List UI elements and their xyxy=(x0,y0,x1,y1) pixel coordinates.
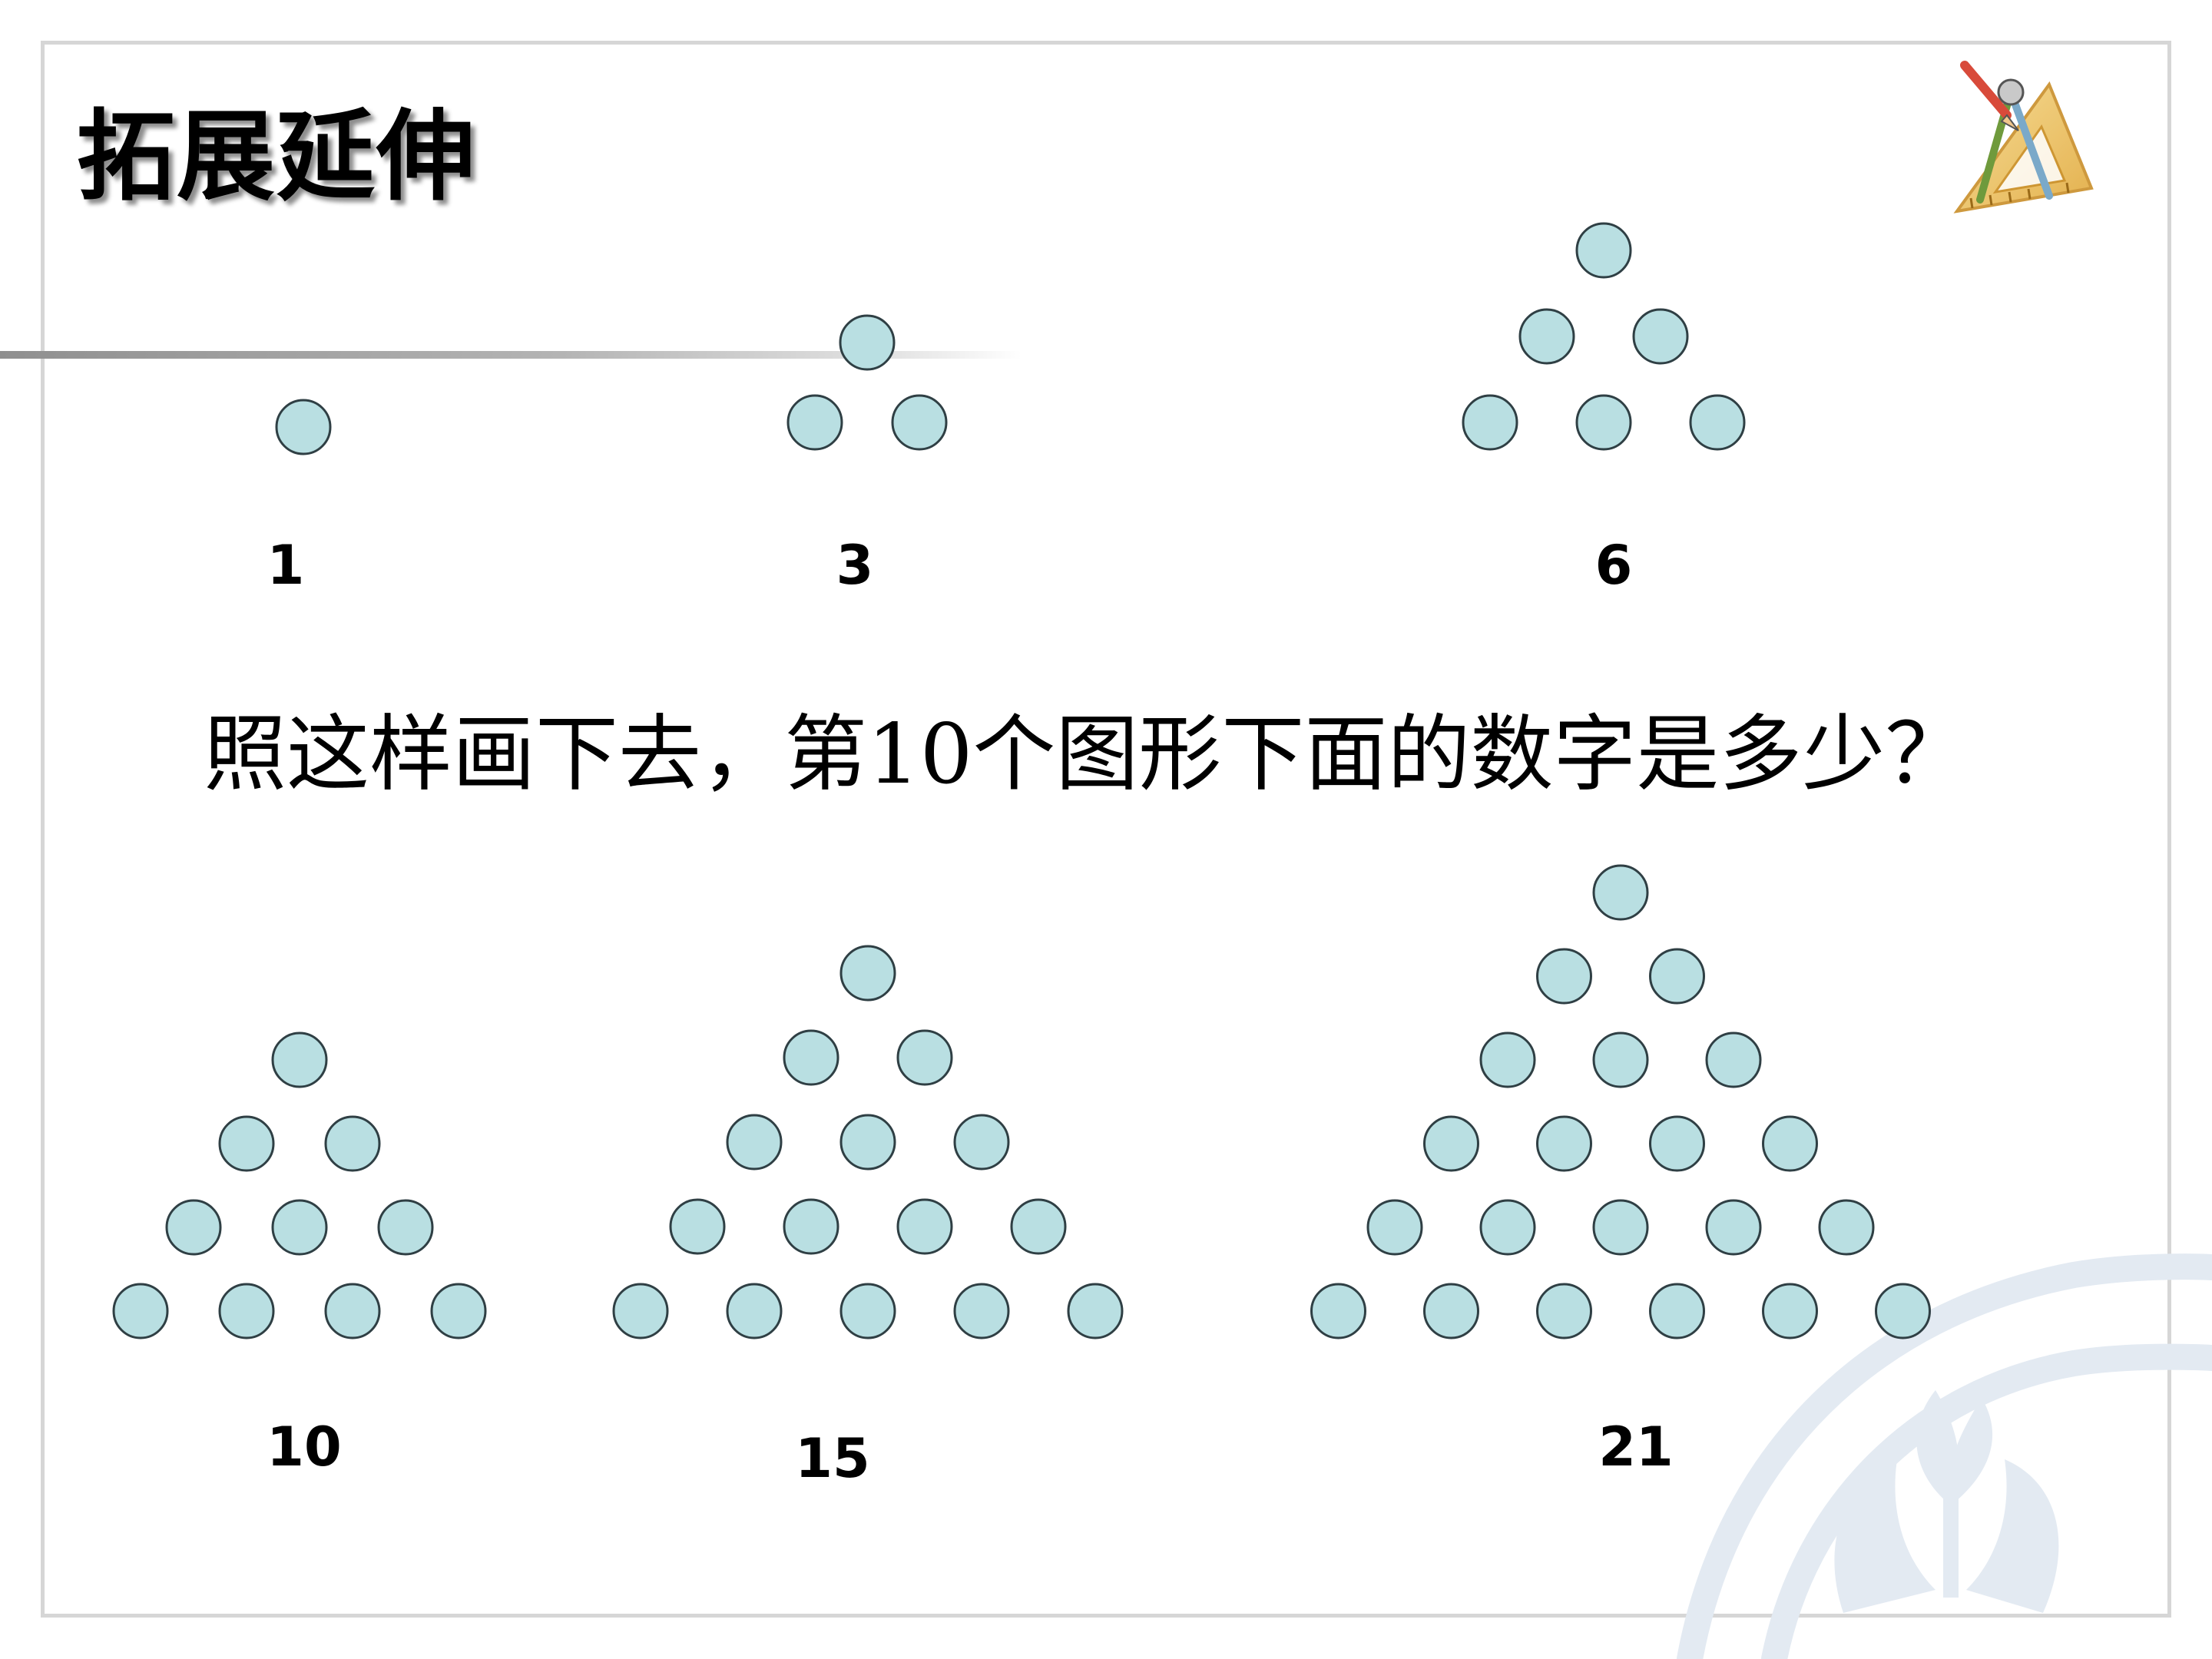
dot xyxy=(783,1198,839,1255)
dot xyxy=(1536,1283,1592,1339)
dot xyxy=(1575,394,1632,451)
dot xyxy=(839,1114,896,1171)
dot xyxy=(1067,1283,1124,1339)
dot xyxy=(1423,1283,1479,1339)
dot xyxy=(1689,394,1746,451)
dot xyxy=(1875,1283,1931,1339)
dot xyxy=(1592,1031,1649,1088)
dot xyxy=(112,1283,169,1339)
dot xyxy=(218,1283,275,1339)
question-text: 照这样画下去，第10个图形下面的数字是多少？ xyxy=(204,707,1969,803)
dot xyxy=(953,1283,1010,1339)
dot xyxy=(1818,1199,1875,1256)
figure-label-21: 21 xyxy=(1598,1416,1674,1479)
dot xyxy=(953,1114,1010,1171)
dot xyxy=(430,1283,487,1339)
dot xyxy=(1010,1198,1067,1255)
figure-label-6: 6 xyxy=(1594,534,1633,597)
dot xyxy=(839,945,896,1002)
dot-figure-1 xyxy=(275,399,332,455)
figure-label-15: 15 xyxy=(795,1427,870,1490)
dot xyxy=(1649,1283,1705,1339)
dot xyxy=(896,1198,953,1255)
hands-sprout-watermark-icon xyxy=(1677,1253,2212,1659)
dot xyxy=(1575,222,1632,279)
dot xyxy=(1366,1199,1423,1256)
dot xyxy=(324,1283,381,1339)
dot xyxy=(786,394,843,451)
dot-figure-6 xyxy=(1462,222,1746,451)
dot xyxy=(1762,1283,1818,1339)
dot xyxy=(1423,1115,1479,1172)
dot xyxy=(1649,948,1705,1005)
dot xyxy=(1536,1115,1592,1172)
dot xyxy=(1762,1115,1818,1172)
dot xyxy=(1518,308,1575,365)
dot-figure-21 xyxy=(1310,864,1931,1339)
dot xyxy=(377,1199,434,1256)
dot xyxy=(218,1115,275,1172)
dot xyxy=(1649,1115,1705,1172)
dot xyxy=(612,1283,669,1339)
dot xyxy=(1592,864,1649,921)
dot xyxy=(1592,1199,1649,1256)
dot-figure-3 xyxy=(786,314,948,451)
title-divider xyxy=(0,351,1022,359)
dot xyxy=(271,1031,328,1088)
dot xyxy=(1462,394,1518,451)
dot xyxy=(839,1283,896,1339)
dot xyxy=(839,314,896,371)
dot xyxy=(271,1199,328,1256)
dot xyxy=(783,1029,839,1086)
dot xyxy=(1479,1199,1536,1256)
dot xyxy=(726,1114,783,1171)
dot xyxy=(1632,308,1689,365)
dot xyxy=(1536,948,1592,1005)
dot-figure-10 xyxy=(112,1031,487,1339)
dot xyxy=(1705,1031,1762,1088)
figure-label-1: 1 xyxy=(267,534,305,597)
dot-figure-15 xyxy=(612,945,1124,1339)
dot xyxy=(726,1283,783,1339)
slide-title: 拓展延伸 xyxy=(77,99,477,214)
dot xyxy=(1479,1031,1536,1088)
slide-frame xyxy=(41,41,2171,1618)
dot xyxy=(669,1198,726,1255)
dot xyxy=(891,394,948,451)
figure-label-3: 3 xyxy=(836,534,874,597)
geometry-tools-icon xyxy=(1953,61,2094,214)
dot xyxy=(165,1199,222,1256)
dot xyxy=(275,399,332,455)
dot xyxy=(1310,1283,1366,1339)
dot xyxy=(896,1029,953,1086)
dot xyxy=(1705,1199,1762,1256)
dot xyxy=(324,1115,381,1172)
figure-label-10: 10 xyxy=(267,1416,342,1479)
